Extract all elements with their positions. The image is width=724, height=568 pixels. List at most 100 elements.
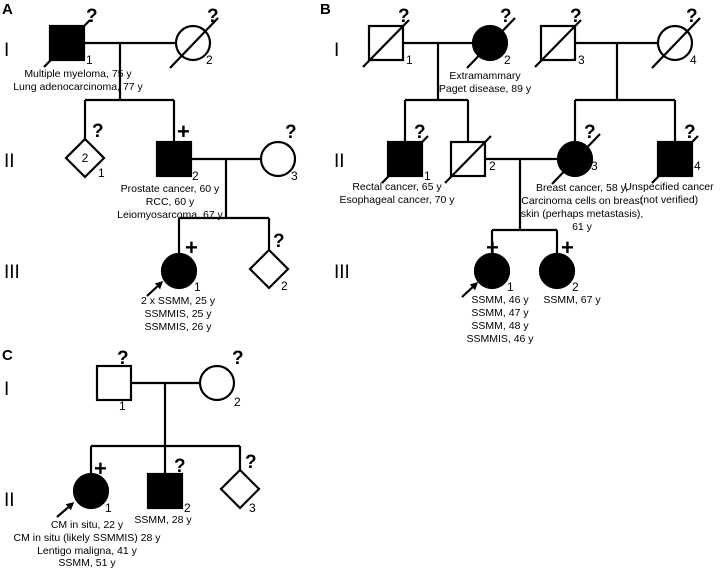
individual-number: 2 (281, 279, 288, 293)
generation-label: I (4, 379, 9, 400)
generation-label: II (4, 490, 15, 511)
unknown-status-marker: ? (92, 121, 104, 142)
individual-number: 1 (98, 166, 105, 180)
individual-b-II-1: ? 1 Rectal cancer, 65 y Esophageal cance… (340, 122, 456, 206)
individual-number: 3 (291, 169, 298, 183)
phenotype-note: skin (perhaps metastasis), (521, 208, 644, 220)
panel-label: A (2, 1, 13, 18)
phenotype-note: Paget disease, 89 y (439, 83, 532, 95)
individual-number: 1 (507, 280, 514, 294)
individual-number: 2 (192, 169, 199, 183)
unknown-status-marker: ? (500, 6, 512, 27)
panel-a: A I II III ? 1 Multiple myeloma, 75 y Lu… (2, 1, 298, 333)
individual-c-II-1: + 1 CM in situ, 22 y CM in situ (likely … (13, 456, 161, 568)
phenotype-note: Prostate cancer, 60 y (121, 183, 220, 195)
phenotype-note: SSMM, 28 y (134, 514, 192, 526)
unknown-status-marker: ? (245, 452, 257, 473)
positive-marker: + (185, 235, 198, 260)
individual-b-I-4: ? 4 (651, 6, 701, 69)
phenotype-note: SSMMIS, 46 y (466, 333, 534, 345)
individual-c-II-3: ? 3 (219, 452, 261, 515)
phenotype-note: Unspecified cancer (624, 181, 714, 193)
individual-number: 2 (234, 395, 241, 409)
generation-label: II (4, 151, 15, 172)
individual-b-II-3: ? 3 Breast cancer, 58 y, Carcinoma cells… (521, 122, 644, 233)
phenotype-note: Extramammary (449, 70, 521, 82)
individual-a-II-3: ? 3 (259, 122, 298, 183)
unknown-status-marker: ? (686, 6, 698, 27)
individual-number: 3 (578, 53, 585, 67)
generation-label: I (334, 40, 339, 61)
individual-number: 1 (424, 169, 431, 183)
individual-number: 4 (690, 53, 697, 67)
phenotype-note: SSMM, 67 y (543, 294, 601, 306)
unknown-status-marker: ? (117, 348, 129, 369)
individual-b-I-2: ? 2 Extramammary Paget disease, 89 y (439, 6, 532, 95)
generation-label: III (4, 262, 20, 283)
individual-a-II-2: + 2 Prostate cancer, 60 y RCC, 60 y Leio… (117, 119, 223, 221)
unknown-status-marker: ? (570, 6, 582, 27)
unknown-status-marker: ? (285, 122, 297, 143)
individual-number: 4 (694, 159, 701, 173)
pedigree-lines (83, 41, 271, 255)
generation-label: II (334, 151, 345, 172)
phenotype-note: Lentigo maligna, 41 y (37, 545, 138, 557)
phenotype-note: Lung adenocarcinoma, 77 y (13, 81, 143, 93)
unknown-status-marker: ? (273, 231, 285, 252)
individual-number: 2 (206, 53, 213, 67)
positive-marker: + (177, 119, 190, 144)
individual-b-II-4: ? 4 Unspecified cancer (not verified) (624, 122, 714, 206)
panel-c: C I II ? 1 ? 2 + 1 CM in s (2, 347, 261, 568)
phenotype-note: 61 y (572, 221, 593, 233)
individual-number: 2 (489, 159, 496, 173)
unknown-status-marker: ? (232, 348, 244, 369)
phenotype-note: (not verified) (640, 194, 698, 206)
phenotype-note: SSMMIS, 26 y (144, 321, 212, 333)
proband-arrow (56, 502, 75, 518)
phenotype-note: Leiomyosarcoma, 67 y (117, 209, 223, 221)
positive-marker: + (94, 456, 107, 481)
unknown-status-marker: ? (398, 6, 410, 27)
phenotype-note: SSMM, 47 y (471, 307, 529, 319)
positive-marker: + (486, 235, 499, 260)
individual-a-I-1: ? 1 Multiple myeloma, 75 y Lung adenocar… (13, 6, 143, 93)
phenotype-note: Esophageal cancer, 70 y (340, 194, 456, 206)
unknown-status-marker: ? (584, 122, 596, 143)
individual-b-I-3: ? 3 (534, 6, 585, 68)
individual-number: 1 (194, 280, 201, 294)
individual-b-I-1: ? 1 (362, 6, 413, 68)
phenotype-note: CM in situ (likely SSMMIS) 28 y (13, 532, 161, 544)
unknown-status-marker: ? (207, 6, 219, 27)
pedigree-lines (403, 41, 677, 254)
panel-label: B (320, 1, 331, 18)
individual-number: 3 (249, 501, 256, 515)
panel-b: B I II III ? 1 (320, 1, 714, 345)
individual-b-II-2: 2 (444, 135, 496, 184)
phenotype-note: Carcinoma cells on breast (521, 195, 642, 207)
panel-label: C (2, 347, 13, 364)
individual-number: 1 (86, 53, 93, 67)
unknown-status-marker: ? (684, 122, 696, 143)
individual-number: 2 (184, 501, 191, 515)
generation-label: III (334, 262, 350, 283)
individual-c-I-1: ? 1 (95, 348, 133, 413)
individual-number: 3 (591, 159, 598, 173)
unknown-status-marker: ? (86, 6, 98, 27)
pedigree-lines (89, 381, 242, 474)
phenotype-note: SSMM, 48 y (471, 320, 529, 332)
sibling-count: 2 (82, 151, 89, 165)
positive-marker: + (561, 235, 574, 260)
phenotype-note: SSMM, 51 y (58, 557, 116, 568)
individual-c-I-2: ? 2 (198, 348, 244, 409)
phenotype-note: 2 x SSMM, 25 y (141, 295, 216, 307)
individual-number: 2 (504, 53, 511, 67)
unknown-status-marker: ? (414, 122, 426, 143)
phenotype-note: Breast cancer, 58 y, (536, 182, 628, 194)
individual-c-II-2: ? 2 SSMM, 28 y (134, 456, 192, 526)
individual-b-III-2: + 2 SSMM, 67 y (538, 235, 601, 306)
individual-a-I-2: ? 2 (169, 6, 219, 69)
individual-number: 1 (406, 53, 413, 67)
individual-a-III-2: ? 2 (248, 231, 290, 293)
individual-a-III-1: + 1 2 x SSMM, 25 y SSMMIS, 25 y SSMMIS, … (141, 235, 216, 333)
